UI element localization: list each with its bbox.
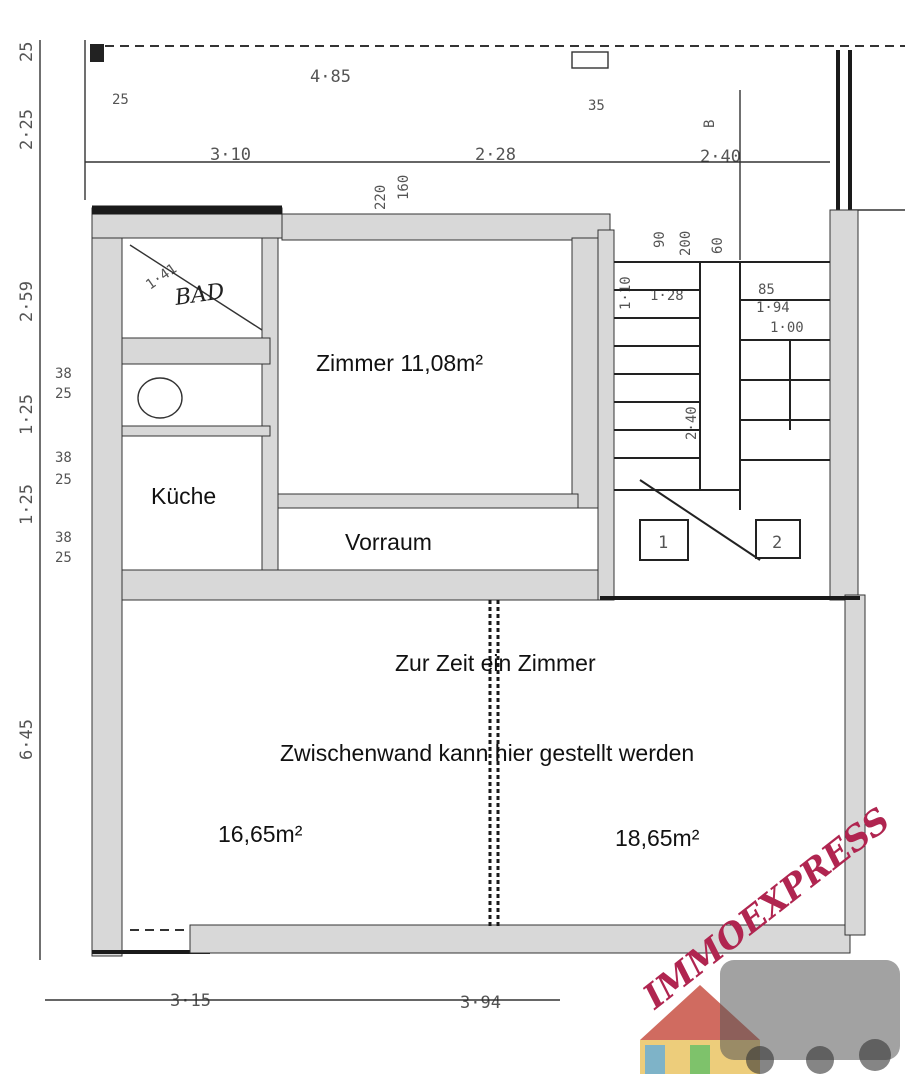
dim-left-225: 2·25 bbox=[17, 109, 37, 150]
dim-small-35: 35 bbox=[588, 98, 605, 114]
room-kueche-label: Küche bbox=[151, 483, 216, 509]
stair-dim-240: 2·40 bbox=[684, 406, 700, 440]
dim-small-25: 25 bbox=[112, 92, 129, 108]
stair-dim-60: 60 bbox=[710, 237, 726, 254]
partition-bath-room bbox=[261, 237, 279, 595]
dim-38c: 38 bbox=[55, 530, 72, 546]
corner-block bbox=[90, 44, 104, 62]
partition-room-hall bbox=[277, 493, 579, 509]
stair-dim-200: 200 bbox=[678, 231, 694, 256]
stair-dim-100: 1·00 bbox=[770, 320, 804, 336]
dim-38b: 38 bbox=[55, 450, 72, 466]
left-outer-wall bbox=[91, 207, 123, 957]
wc-fixture bbox=[137, 377, 183, 419]
partition-hall-living bbox=[121, 569, 603, 601]
partition-bath-wc bbox=[121, 337, 271, 365]
logo-locomotive-icon bbox=[720, 960, 900, 1060]
stair-num-1: 1 bbox=[658, 533, 668, 553]
dim-left-125b: 1·25 bbox=[17, 484, 37, 525]
partition-wc-kitchen bbox=[121, 425, 271, 437]
area-left-label: 16,65m² bbox=[218, 821, 303, 847]
dim-left-125: 1·25 bbox=[17, 394, 37, 435]
top-chimney bbox=[571, 51, 609, 69]
dim-top-seg3: 2·40 bbox=[700, 147, 741, 167]
dim-top-total: 4·85 bbox=[310, 67, 351, 87]
room-vorraum-label: Vorraum bbox=[345, 529, 432, 555]
dim-25c: 25 bbox=[55, 550, 72, 566]
dim-38a: 38 bbox=[55, 366, 72, 382]
top-wall-mid bbox=[281, 213, 611, 241]
bath-diagonal bbox=[129, 244, 263, 331]
area-right-label: 18,65m² bbox=[615, 825, 700, 851]
stair-dim-110: 1·10 bbox=[618, 276, 634, 310]
bottom-wall bbox=[189, 924, 851, 954]
dim-top-seg2: 2·28 bbox=[475, 145, 516, 165]
stair-right-wall bbox=[829, 209, 859, 601]
stair-num-2: 2 bbox=[772, 533, 782, 553]
dim-bottom-1: 3·15 bbox=[170, 991, 211, 1011]
stair-dim-194: 1·94 bbox=[756, 300, 790, 316]
dim-left-259: 2·59 bbox=[17, 281, 37, 322]
bath-label: BAD bbox=[172, 279, 226, 311]
dim-letter-b: B bbox=[702, 120, 718, 128]
dim-left-25: 25 bbox=[17, 42, 37, 62]
stair-left-wall bbox=[597, 229, 615, 601]
staircase bbox=[614, 261, 830, 561]
dim-bottom-2: 3·94 bbox=[460, 993, 501, 1013]
stair-dim-128: 1·28 bbox=[650, 288, 684, 304]
stair-dim-90: 90 bbox=[652, 231, 668, 248]
note-line-2: Zwischenwand kann hier gestellt werden bbox=[280, 740, 694, 766]
dim-small-220: 220 bbox=[373, 185, 389, 210]
room-zimmer-label: Zimmer 11,08m² bbox=[316, 350, 483, 376]
dim-small-160: 160 bbox=[396, 175, 412, 200]
dim-25a: 25 bbox=[55, 386, 72, 402]
dim-left-645: 6·45 bbox=[17, 719, 37, 760]
note-line-1: Zur Zeit ein Zimmer bbox=[395, 650, 596, 676]
stair-dim-85: 85 bbox=[758, 282, 775, 298]
right-outer-wall bbox=[844, 594, 866, 936]
dim-25b: 25 bbox=[55, 472, 72, 488]
dim-top-seg1: 3·10 bbox=[210, 145, 251, 165]
